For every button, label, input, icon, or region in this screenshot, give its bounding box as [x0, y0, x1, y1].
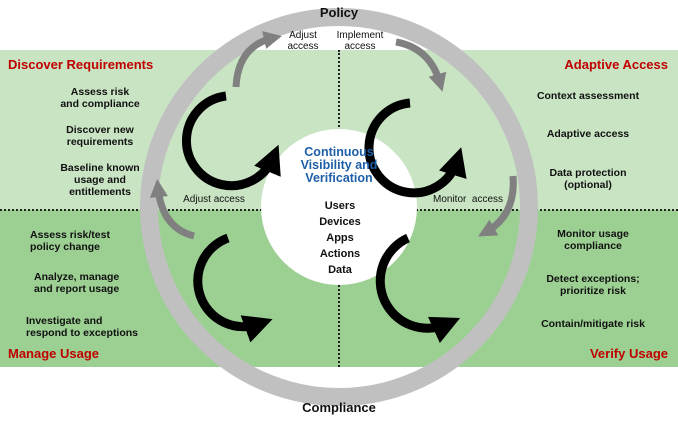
implement-access-label: Implement access	[336, 30, 384, 52]
adjust-access-top-label: Adjust access	[287, 30, 319, 52]
discover-item-new-requirements: Discover new requirements	[66, 124, 134, 148]
adjust-access-left-label: Adjust access	[183, 194, 245, 205]
center-item-actions: Actions	[319, 248, 361, 260]
verify-item-contain: Contain/mitigate risk	[541, 318, 645, 330]
adaptive-access-title: Adaptive Access	[564, 57, 668, 72]
center-item-devices: Devices	[319, 216, 361, 228]
cycle-arrow-bottom-right	[375, 233, 461, 344]
cycle-arrow-top-left	[181, 91, 281, 191]
center-item-users: Users	[324, 200, 356, 212]
discover-item-baseline: Baseline known usage and entitlements	[60, 162, 140, 198]
verify-item-detect: Detect exceptions; prioritize risk	[546, 273, 640, 297]
center-title: Continuous Visibility and Verification	[300, 145, 378, 185]
monitor-access-label: Monitor access	[432, 194, 504, 205]
policy-label: Policy	[319, 5, 359, 20]
verify-item-monitor: Monitor usage compliance	[557, 228, 629, 252]
adaptive-item-adaptive-access: Adaptive access	[546, 128, 630, 140]
center-item-data: Data	[328, 264, 352, 276]
outer-ring	[140, 8, 538, 406]
adjust-access-left-arrow	[149, 178, 196, 240]
adaptive-item-data-protection: Data protection (optional)	[549, 167, 627, 191]
cycle-arrow-top-right	[364, 98, 467, 198]
monitor-access-arrow	[478, 175, 517, 237]
verify-usage-title: Verify Usage	[589, 346, 668, 361]
manage-item-analyze: Analyze, manage and report usage	[34, 271, 120, 295]
adjust-access-top-arrow	[232, 31, 282, 88]
manage-usage-title: Manage Usage	[8, 346, 100, 361]
manage-item-investigate: Investigate and respond to exceptions	[26, 315, 139, 339]
compliance-label: Compliance	[302, 400, 376, 415]
discover-item-assess-risk: Assess risk and compliance	[60, 86, 140, 110]
cycle-arrow-bottom-left	[193, 233, 273, 343]
center-item-apps: Apps	[326, 232, 354, 244]
adaptive-item-context: Context assessment	[536, 90, 640, 102]
manage-item-assess-risk: Assess risk/test policy change	[30, 229, 110, 253]
implement-access-arrow	[395, 38, 447, 92]
discover-requirements-title: Discover Requirements	[8, 57, 154, 72]
